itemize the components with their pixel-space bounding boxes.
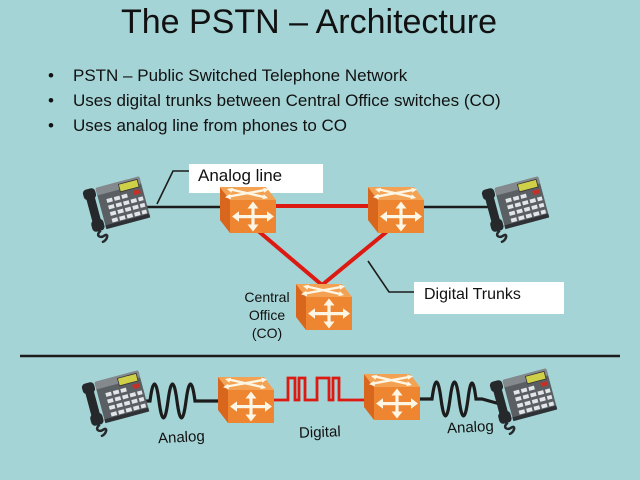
central-office-switch-icon xyxy=(296,278,352,332)
bullet-item: Uses analog line from phones to CO xyxy=(40,113,620,138)
network-switch-icon xyxy=(218,371,274,425)
telephone-icon xyxy=(80,367,155,439)
digital-trunks-label: Digital Trunks xyxy=(414,282,564,314)
bullet-list: PSTN – Public Switched Telephone Network… xyxy=(40,63,620,138)
bullet-text: Uses analog line from phones to CO xyxy=(73,116,348,135)
digital-label: Digital xyxy=(298,423,341,442)
analog-label-left: Analog xyxy=(157,427,206,448)
central-office-label: Central Office (CO) xyxy=(244,289,290,341)
bullet-item: Uses digital trunks between Central Offi… xyxy=(40,88,620,113)
network-switch-icon xyxy=(220,181,276,235)
bullet-item: PSTN – Public Switched Telephone Network xyxy=(40,63,620,88)
network-switch-icon xyxy=(368,181,424,235)
network-switch-icon xyxy=(364,368,420,422)
page-title: The PSTN – Architecture xyxy=(120,3,498,41)
telephone-icon xyxy=(480,173,555,245)
analog-wave-right xyxy=(416,380,501,418)
bullet-text: Uses digital trunks between Central Offi… xyxy=(73,91,501,110)
telephone-icon xyxy=(81,173,156,245)
digital-trunks-callout-leader xyxy=(367,260,414,293)
analog-label-right: Analog xyxy=(446,417,495,438)
bullet-text: PSTN – Public Switched Telephone Network xyxy=(73,66,408,85)
analog-line-callout-leader xyxy=(156,170,189,205)
digital-square-wave xyxy=(270,376,378,402)
telephone-icon xyxy=(488,365,563,437)
